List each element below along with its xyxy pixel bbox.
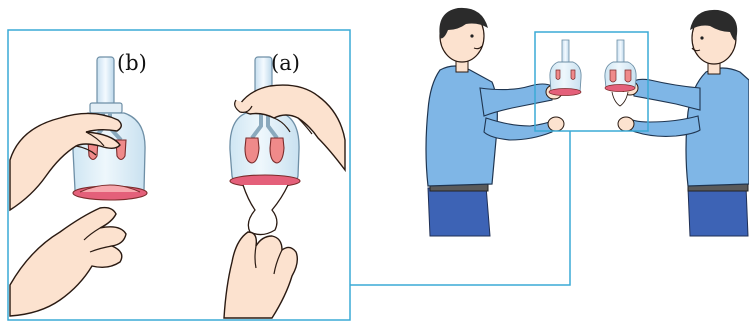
scene-model-b-small <box>549 40 581 96</box>
model-b-tube <box>97 57 114 105</box>
label-b: (b) <box>117 51 147 75</box>
model-a-bell-jar <box>230 113 299 182</box>
label-a: (a) <box>271 51 300 75</box>
model-a-lower-hand <box>224 232 297 318</box>
model-b-lower-hand <box>10 208 126 316</box>
classroom-scene <box>426 8 749 236</box>
boy-left <box>426 8 564 236</box>
model-a-balloon-right <box>270 138 284 163</box>
model-b: (b) <box>10 51 147 316</box>
boy-right <box>618 10 749 236</box>
model-a: (a) <box>224 51 345 318</box>
scene-model-a-small <box>605 40 636 106</box>
model-a-balloon-left <box>245 138 259 163</box>
zoom-panel: (b) (a) <box>8 30 350 320</box>
